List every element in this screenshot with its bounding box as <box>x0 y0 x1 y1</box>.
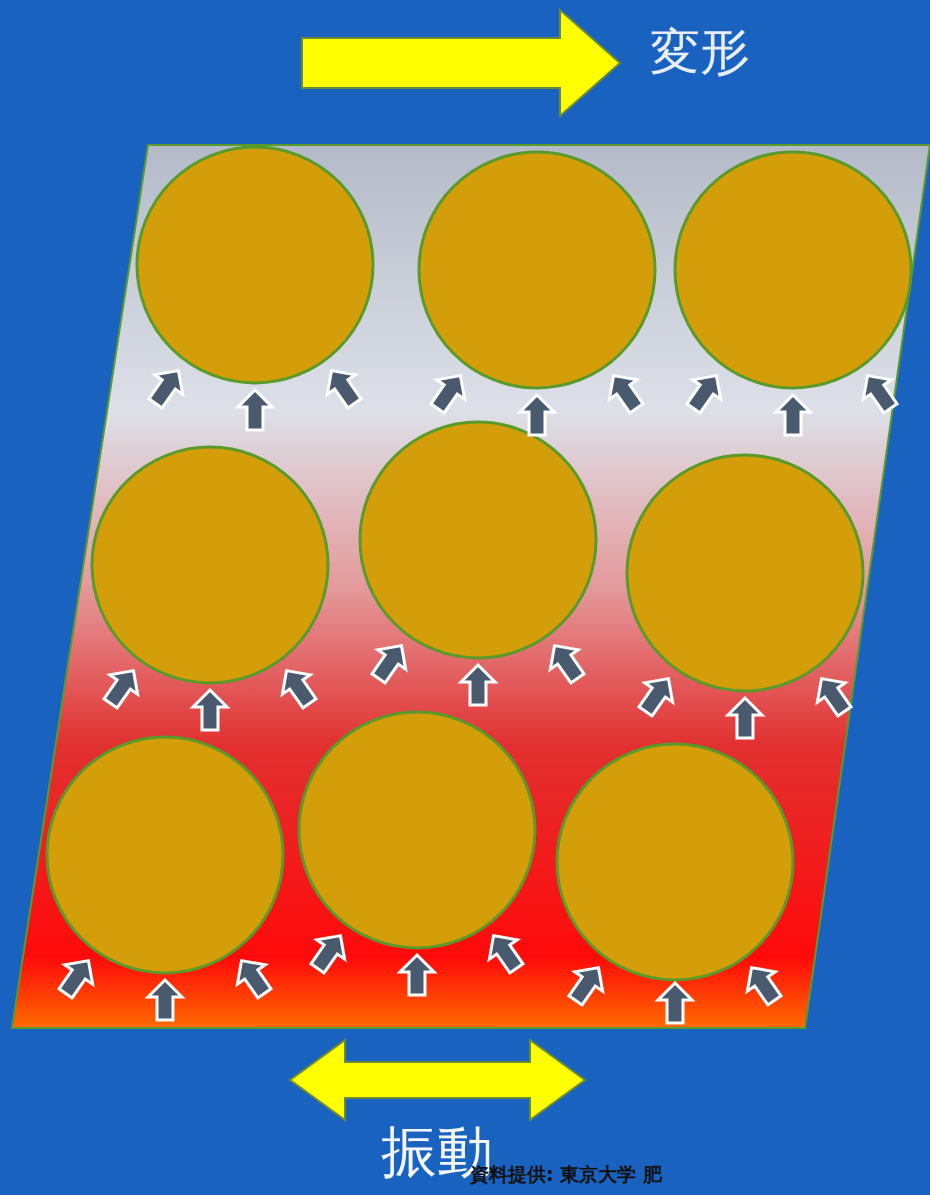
deformation-arrow <box>302 10 620 116</box>
pressure-arrows <box>52 361 905 1023</box>
particles <box>47 147 911 980</box>
vibration-arrow <box>290 1040 585 1120</box>
deforming-body <box>12 145 930 1028</box>
credit-note: 資料提供: 東京大学 肥 <box>470 1163 662 1186</box>
deformation-label: 変形 <box>650 22 750 82</box>
